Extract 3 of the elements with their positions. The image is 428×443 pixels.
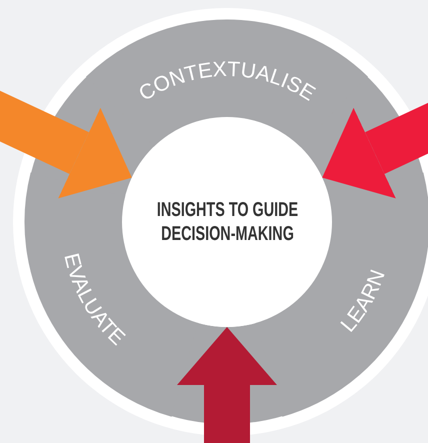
center-label: INSIGHTS TO GUIDE DECISION-MAKING bbox=[155, 198, 299, 246]
arrow bbox=[177, 327, 277, 443]
ring-segment bbox=[86, 20, 368, 147]
